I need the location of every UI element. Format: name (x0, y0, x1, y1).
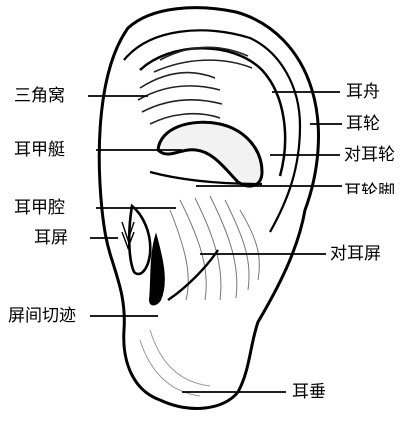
lobule-shade (139, 329, 211, 397)
label-helix: 耳轮 (346, 114, 380, 134)
label-cymba-conchae: 耳甲艇 (14, 140, 65, 160)
ear-outline (97, 6, 320, 410)
label-scapha: 耳舟 (346, 82, 380, 102)
label-cavum-conchae: 耳甲腔 (14, 198, 65, 218)
helix-crus-line (149, 170, 263, 186)
intertragic-notch-shape (148, 232, 165, 306)
leader-lines (88, 91, 342, 393)
cavum-conchae-shade (169, 195, 260, 301)
helix-inner-edge (123, 29, 302, 233)
label-tragus: 耳屏 (34, 228, 68, 248)
tragus-arrows (121, 221, 135, 250)
cymba-conchae-outline (156, 120, 264, 188)
label-lobule: 耳垂 (292, 382, 326, 402)
label-intertragic-notch: 屏间切迹 (8, 306, 76, 326)
label-antihelix: 对耳轮 (344, 145, 395, 165)
label-triangular-fossa: 三角窝 (14, 86, 65, 106)
label-helix-crus: 耳轮脚 (344, 182, 395, 194)
antihelix-ridge (139, 47, 287, 177)
tragus-shape (127, 203, 152, 276)
antitragus-shape (167, 249, 219, 301)
label-antitragus: 对耳屏 (330, 244, 381, 264)
